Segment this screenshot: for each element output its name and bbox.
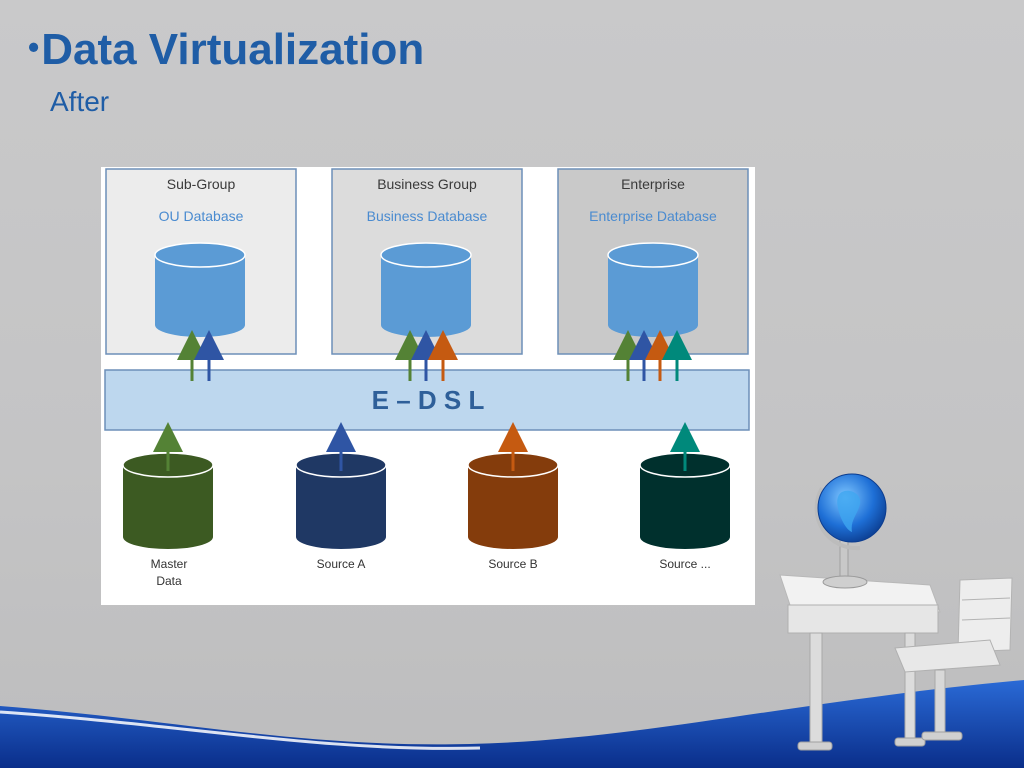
desk-clipart bbox=[779, 473, 1013, 751]
slide-title: •Data Virtualization bbox=[28, 28, 424, 72]
data-virtualization-diagram: Sub-Group OU Database Business Group Bus… bbox=[101, 167, 755, 605]
source-label-master-line1: Master bbox=[151, 557, 188, 571]
database-cylinder-enterprise bbox=[607, 242, 699, 337]
group-db-label-business: Business Database bbox=[367, 208, 488, 224]
source-cylinder-master-data bbox=[122, 452, 214, 549]
group-db-label-ou: OU Database bbox=[159, 208, 244, 224]
source-label-master-line2: Data bbox=[156, 574, 182, 588]
group-title-sub-group: Sub-Group bbox=[167, 176, 236, 192]
arrows-to-enterprise bbox=[613, 330, 692, 381]
group-db-label-enterprise: Enterprise Database bbox=[589, 208, 717, 224]
blue-wave bbox=[0, 680, 1024, 768]
title-bullet: • bbox=[28, 29, 40, 65]
edsl-layer-label: E – D S L bbox=[372, 385, 485, 415]
source-label-source-more: Source ... bbox=[659, 557, 710, 571]
group-title-business-group: Business Group bbox=[377, 176, 477, 192]
group-title-enterprise: Enterprise bbox=[621, 176, 685, 192]
database-cylinder-ou bbox=[154, 242, 246, 337]
database-cylinder-business bbox=[380, 242, 472, 337]
diagram-canvas: Sub-Group OU Database Business Group Bus… bbox=[104, 168, 750, 588]
source-label-source-b: Source B bbox=[488, 557, 537, 571]
arrows-to-sub-group bbox=[177, 330, 224, 381]
source-label-source-a: Source A bbox=[317, 557, 366, 571]
slide-subtitle: After bbox=[50, 86, 110, 117]
title-text: Data Virtualization bbox=[41, 25, 425, 74]
source-cylinder-source-a bbox=[295, 452, 387, 549]
arrows-to-business-group bbox=[395, 330, 458, 381]
